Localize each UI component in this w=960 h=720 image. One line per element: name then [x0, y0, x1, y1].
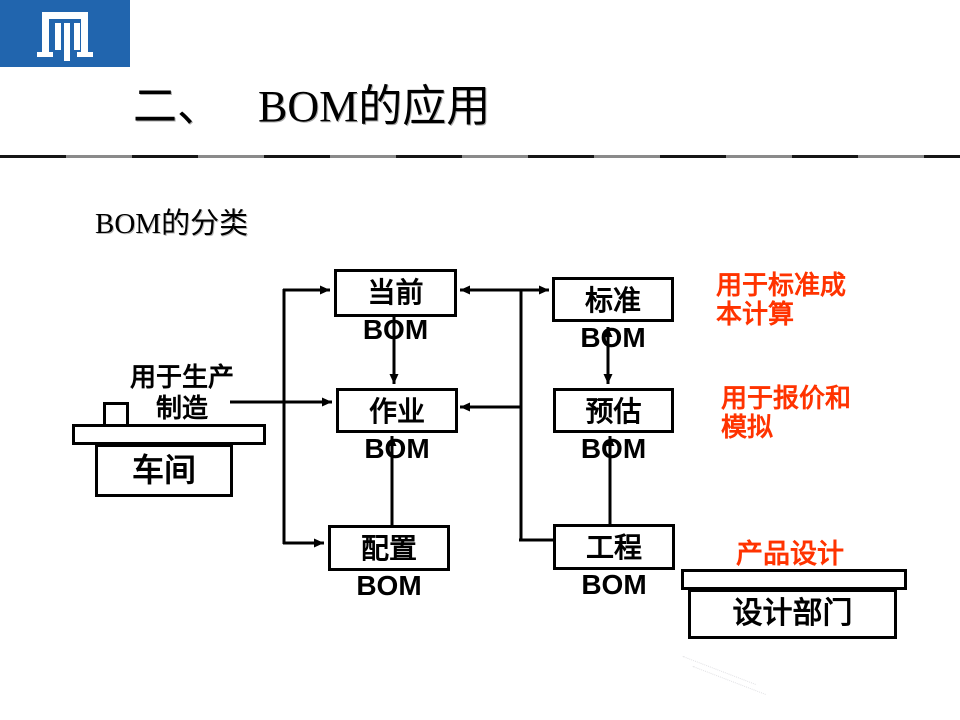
box-operation-bom: 作业BOM: [336, 388, 458, 464]
section-subtitle: BOM的分类: [95, 208, 249, 240]
operation-bom-label: 作业BOM: [364, 396, 430, 464]
annotation-production-use: 用于生产制造: [129, 362, 234, 423]
standard-bom-label: 标准BOM: [580, 285, 646, 353]
current-bom-label: 当前BOM: [362, 277, 429, 345]
design-department-roof-shape: [681, 569, 907, 590]
box-config-bom: 配置BOM: [328, 525, 450, 601]
box-current-bom: 当前BOM: [334, 269, 457, 345]
design-department-label: 设计部门: [732, 597, 853, 630]
workshop-label: 车间: [131, 452, 196, 488]
workshop-roof-shape: [72, 424, 266, 445]
annotation-quote-simulation-use: 用于报价和模拟: [721, 383, 852, 442]
design-department-box: 设计部门: [688, 589, 897, 639]
box-standard-bom: 标准BOM: [552, 277, 674, 353]
annotation-standard-cost-use: 用于标准成本计算: [716, 270, 847, 329]
page-title: 二、 BOM的应用: [133, 82, 491, 131]
box-estimate-bom: 预估BOM: [553, 388, 674, 464]
engineering-bom-label: 工程BOM: [581, 532, 647, 600]
building-pillars-icon: [37, 12, 93, 61]
box-engineering-bom: 工程BOM: [553, 524, 675, 600]
workshop-chimney-shape: [103, 402, 129, 427]
title-divider: [0, 155, 960, 158]
config-bom-label: 配置BOM: [356, 533, 422, 601]
workshop-box: 车间: [95, 444, 233, 497]
annotation-product-design-use: 产品设计: [736, 539, 844, 569]
slide-logo: [0, 0, 130, 67]
estimate-bom-label: 预估BOM: [580, 396, 647, 464]
